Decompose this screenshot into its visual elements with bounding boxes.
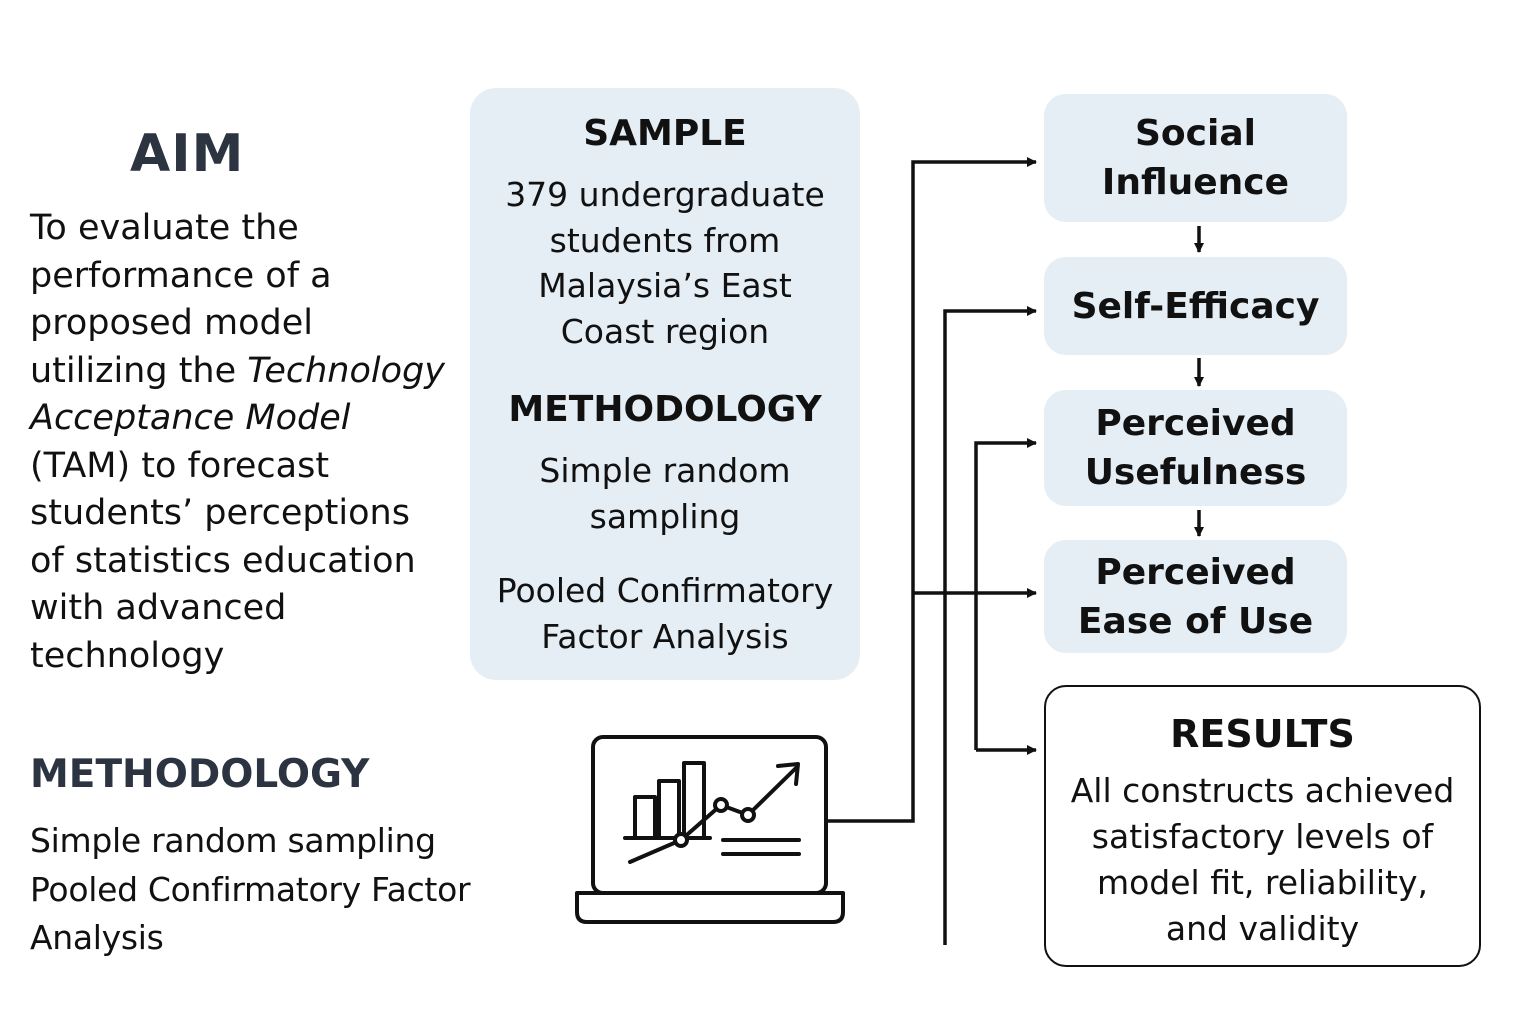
self-efficacy-label: Self-Efficacy: [1071, 285, 1320, 327]
sample-line: Malaysia’s East: [538, 266, 792, 305]
perceived-usefulness-line: Usefulness: [1084, 452, 1307, 493]
method2-text: Pooled Confirmatory Factor Analysis: [470, 568, 860, 659]
social-influence-line: Influence: [1101, 162, 1290, 203]
results-text: All constructs achieved satisfactory lev…: [1044, 768, 1481, 952]
social-influence-box: Social Influence: [1044, 94, 1347, 222]
methodology-left-line2: Pooled Confirmatory Factor: [30, 869, 471, 909]
methodology-text-left: Simple random sampling Pooled Confirmato…: [30, 817, 500, 963]
results-heading: RESULTS: [1170, 712, 1355, 756]
laptop-chart-icon: [575, 735, 845, 924]
perceived-usefulness-line: Perceived: [1095, 403, 1296, 444]
perceived-ease-line: Perceived: [1095, 551, 1296, 593]
arrow-to-perceived-usefulness: [974, 438, 1037, 750]
arrow-to-social-influence: [826, 157, 1037, 823]
method2-line: Pooled Confirmatory: [496, 571, 834, 610]
sample-line: Coast region: [560, 311, 770, 351]
sample-text: 379 undergraduate students from Malaysia…: [470, 172, 860, 354]
social-influence-line: Social: [1135, 113, 1256, 154]
aim-text: To evaluate the performance of a propose…: [30, 205, 450, 680]
results-line: and validity: [1165, 909, 1360, 948]
methodology-heading-panel: METHODOLOGY: [508, 389, 822, 430]
aim-text-part1: To evaluate the performance of a propose…: [30, 208, 332, 391]
method1-line: sampling: [589, 496, 741, 536]
perceived-ease-box: Perceived Ease of Use: [1044, 540, 1347, 653]
sample-heading: SAMPLE: [583, 113, 747, 154]
results-line: All constructs achieved: [1070, 771, 1455, 810]
perceived-ease-line: Ease of Use: [1077, 600, 1314, 642]
method1-line: Simple random: [539, 451, 791, 490]
arrow-to-self-efficacy: [943, 306, 1037, 945]
aim-heading: AIM: [130, 124, 245, 184]
sample-line: 379 undergraduate: [505, 175, 825, 214]
self-efficacy-box: Self-Efficacy: [1044, 257, 1347, 355]
methodology-left-line3: Analysis: [30, 918, 164, 957]
results-line: model fit, reliability,: [1096, 863, 1429, 902]
methodology-heading-left: METHODOLOGY: [30, 752, 370, 797]
aim-text-part2: (TAM) to forecast students’ perceptions …: [30, 445, 416, 676]
method2-line: Factor Analysis: [541, 616, 789, 656]
perceived-usefulness-box: Perceived Usefulness: [1044, 390, 1347, 506]
results-box: [1044, 685, 1481, 967]
methodology-left-line1: Simple random sampling: [30, 821, 436, 860]
sample-line: students from: [549, 220, 781, 260]
sample-methodology-panel: [470, 88, 860, 680]
aim-text-italic: Technology Acceptance Model: [30, 350, 445, 439]
method1-text: Simple random sampling: [470, 448, 860, 539]
results-line: satisfactory levels of: [1091, 817, 1434, 856]
